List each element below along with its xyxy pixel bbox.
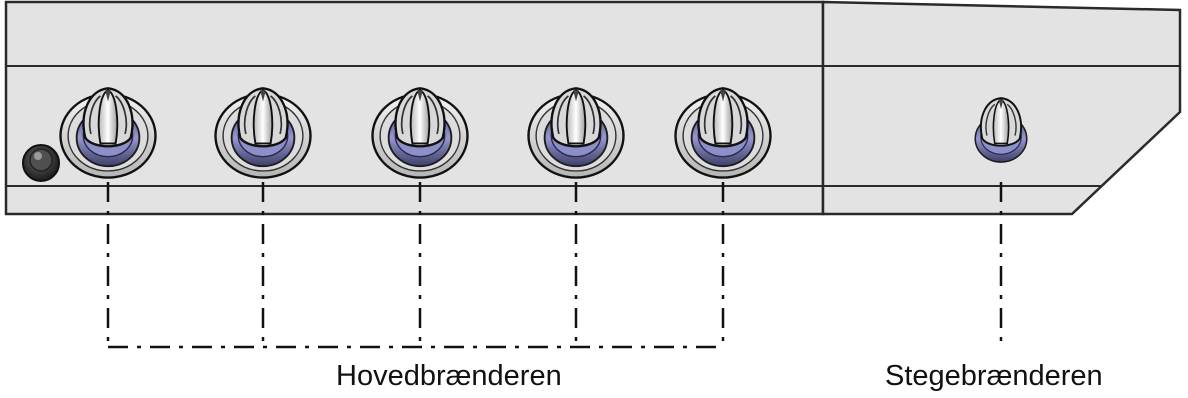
main-burners-label: Hovedbrænderen xyxy=(336,360,562,392)
control-knob-icon xyxy=(214,87,312,179)
leader-lines xyxy=(106,182,1003,349)
control-knob-icon xyxy=(371,87,469,179)
control-knob-icon xyxy=(974,97,1028,163)
control-knob-icon xyxy=(59,87,157,179)
knob-group xyxy=(59,87,1028,179)
control-knob-icon xyxy=(674,87,772,179)
rear-burner-label: Stegebrænderen xyxy=(885,360,1103,392)
igniter-button-icon xyxy=(22,144,60,182)
control-knob-icon xyxy=(527,87,625,179)
